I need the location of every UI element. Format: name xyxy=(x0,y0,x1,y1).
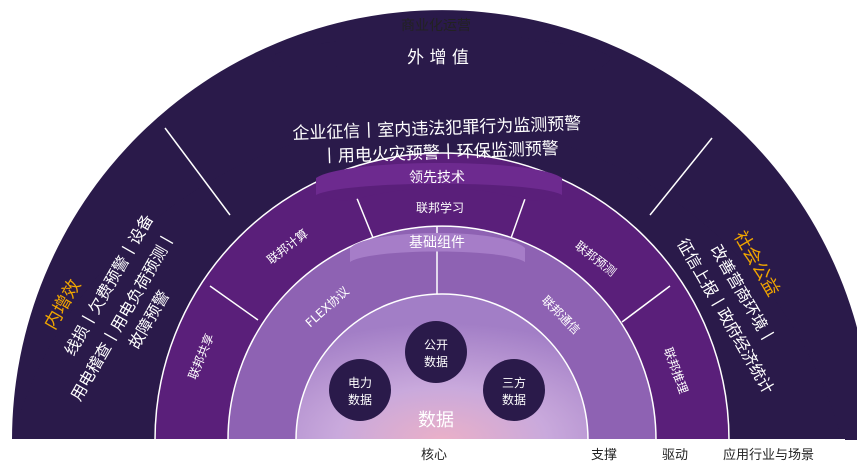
core-edge xyxy=(295,293,589,441)
middle-ring-edge xyxy=(154,152,730,441)
middle-divider-1 xyxy=(209,285,259,321)
core-node-2-line2: 数据 xyxy=(424,354,448,369)
outer-divider-left xyxy=(164,127,231,216)
core-title: 数据 xyxy=(418,410,454,431)
core-node-3-line2: 数据 xyxy=(502,392,526,407)
core-node-1 xyxy=(329,359,391,421)
middle-divider-4 xyxy=(621,285,671,323)
core-node-3-line1: 三方 xyxy=(502,375,526,390)
middle-segment-1: 联邦学习 xyxy=(416,200,464,215)
core-node-2 xyxy=(405,321,467,383)
bottom-label-applications: 应用行业与场景 xyxy=(723,448,815,463)
outer-banner-top-text: 商业化运营 xyxy=(401,18,471,34)
outer-banner-title: 外 增 值 xyxy=(407,48,469,68)
core-node-1-line1: 电力 xyxy=(348,376,372,390)
inner-ring-edge xyxy=(227,225,657,441)
outer-divider-right xyxy=(649,137,713,216)
inner-banner xyxy=(350,233,525,262)
bottom-label-support: 支撑 xyxy=(591,448,618,463)
bottom-label-core: 核心 xyxy=(421,448,448,463)
middle-banner-bg xyxy=(316,163,562,195)
middle-banner-text: 领先技术 xyxy=(409,170,465,186)
core-node-3 xyxy=(483,359,545,421)
core-node-2-line1: 公开 xyxy=(424,338,448,352)
bottom-label-drive: 驱动 xyxy=(662,448,689,463)
core-node-1-line2: 数据 xyxy=(348,392,372,407)
inner-banner-text: 基础组件 xyxy=(409,234,465,251)
outer-banner-body xyxy=(270,37,612,73)
